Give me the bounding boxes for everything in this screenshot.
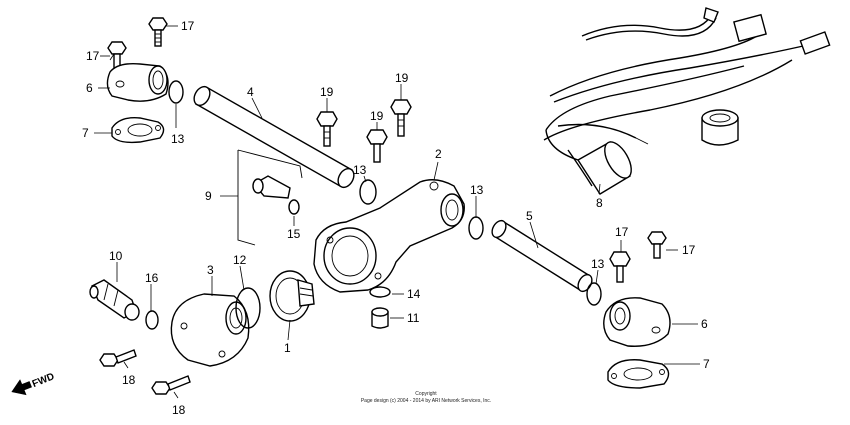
thermostat-1 bbox=[269, 270, 315, 322]
bolt-17-right-b bbox=[647, 231, 667, 259]
bolt-18-a bbox=[99, 349, 137, 367]
wire-harness-8 bbox=[543, 7, 831, 187]
callout-5: 5 bbox=[526, 209, 533, 223]
callout-12: 12 bbox=[233, 253, 247, 267]
callout-2: 2 bbox=[435, 147, 442, 161]
gasket-7-left bbox=[111, 117, 165, 144]
callout-14: 14 bbox=[407, 287, 421, 301]
bolt-18-b bbox=[151, 375, 191, 395]
temp-sensor-10 bbox=[89, 279, 140, 321]
callout-6-left: 6 bbox=[86, 81, 93, 95]
callout-4: 4 bbox=[247, 85, 254, 99]
callout-6-right: 6 bbox=[701, 317, 708, 331]
o-ring-13-far-right bbox=[586, 282, 602, 306]
callout-17-left: 17 bbox=[86, 49, 100, 63]
fwd-arrow-icon bbox=[11, 379, 32, 396]
callout-15: 15 bbox=[287, 227, 301, 241]
callout-13-right: 13 bbox=[470, 183, 484, 197]
water-joint-2 bbox=[313, 179, 465, 293]
callout-19-b: 19 bbox=[370, 109, 384, 123]
copyright-line: Page design (c) 2004 - 2014 by ARI Netwo… bbox=[361, 398, 491, 404]
callout-10: 10 bbox=[109, 249, 123, 263]
bolt-19-c bbox=[390, 99, 412, 137]
callout-7-left: 7 bbox=[82, 126, 89, 140]
o-ring-13-mid bbox=[359, 179, 377, 205]
copyright-title: Copyright bbox=[415, 391, 437, 397]
callout-7-right: 7 bbox=[703, 357, 710, 371]
o-ring-13-left bbox=[168, 80, 184, 104]
callout-11: 11 bbox=[407, 311, 420, 325]
o-ring-14 bbox=[369, 286, 391, 298]
callout-17-top: 17 bbox=[181, 19, 195, 33]
boot-8 bbox=[577, 141, 632, 195]
callout-13-mid: 13 bbox=[353, 163, 367, 177]
water-fitting-6-right bbox=[603, 297, 671, 347]
bolt-17-top bbox=[148, 17, 168, 47]
water-pipe-5 bbox=[491, 219, 593, 293]
leader-lines bbox=[94, 25, 700, 399]
callout-8: 8 bbox=[596, 196, 603, 210]
fwd-label: FWD bbox=[31, 371, 56, 390]
callout-9: 9 bbox=[205, 189, 212, 203]
callout-19-c: 19 bbox=[395, 71, 409, 85]
gasket-7-right bbox=[607, 359, 670, 389]
washer-16 bbox=[145, 310, 159, 330]
callout-3: 3 bbox=[207, 263, 214, 277]
callout-13-left: 13 bbox=[171, 132, 185, 146]
bracket-9 bbox=[237, 149, 303, 246]
o-ring-13-right bbox=[468, 216, 484, 240]
callout-13-far-right: 13 bbox=[591, 257, 605, 271]
fwd-indicator: FWD bbox=[11, 371, 56, 396]
collar-11 bbox=[371, 307, 389, 329]
bolt-19-b bbox=[366, 129, 388, 163]
callout-17-right-b: 17 bbox=[682, 243, 696, 257]
callout-16: 16 bbox=[145, 271, 159, 285]
o-ring-12 bbox=[235, 287, 261, 329]
callout-18-a: 18 bbox=[122, 373, 136, 387]
callout-18-b: 18 bbox=[172, 403, 186, 417]
water-pipe-4 bbox=[193, 85, 355, 189]
sensor-9 bbox=[252, 175, 291, 199]
thermostat-cover-3 bbox=[170, 293, 250, 367]
callouts: 17 17 6 7 13 4 19 19 19 13 2 13 5 13 9 1… bbox=[82, 19, 710, 417]
water-fitting-6-left bbox=[106, 62, 169, 102]
callout-19-a: 19 bbox=[320, 85, 334, 99]
callout-1: 1 bbox=[284, 341, 291, 355]
bolt-19-a bbox=[316, 111, 338, 147]
o-ring-15 bbox=[288, 199, 300, 215]
bolt-17-right-a bbox=[609, 251, 631, 283]
cap-8 bbox=[701, 109, 739, 146]
callout-17-right-a: 17 bbox=[615, 225, 629, 239]
